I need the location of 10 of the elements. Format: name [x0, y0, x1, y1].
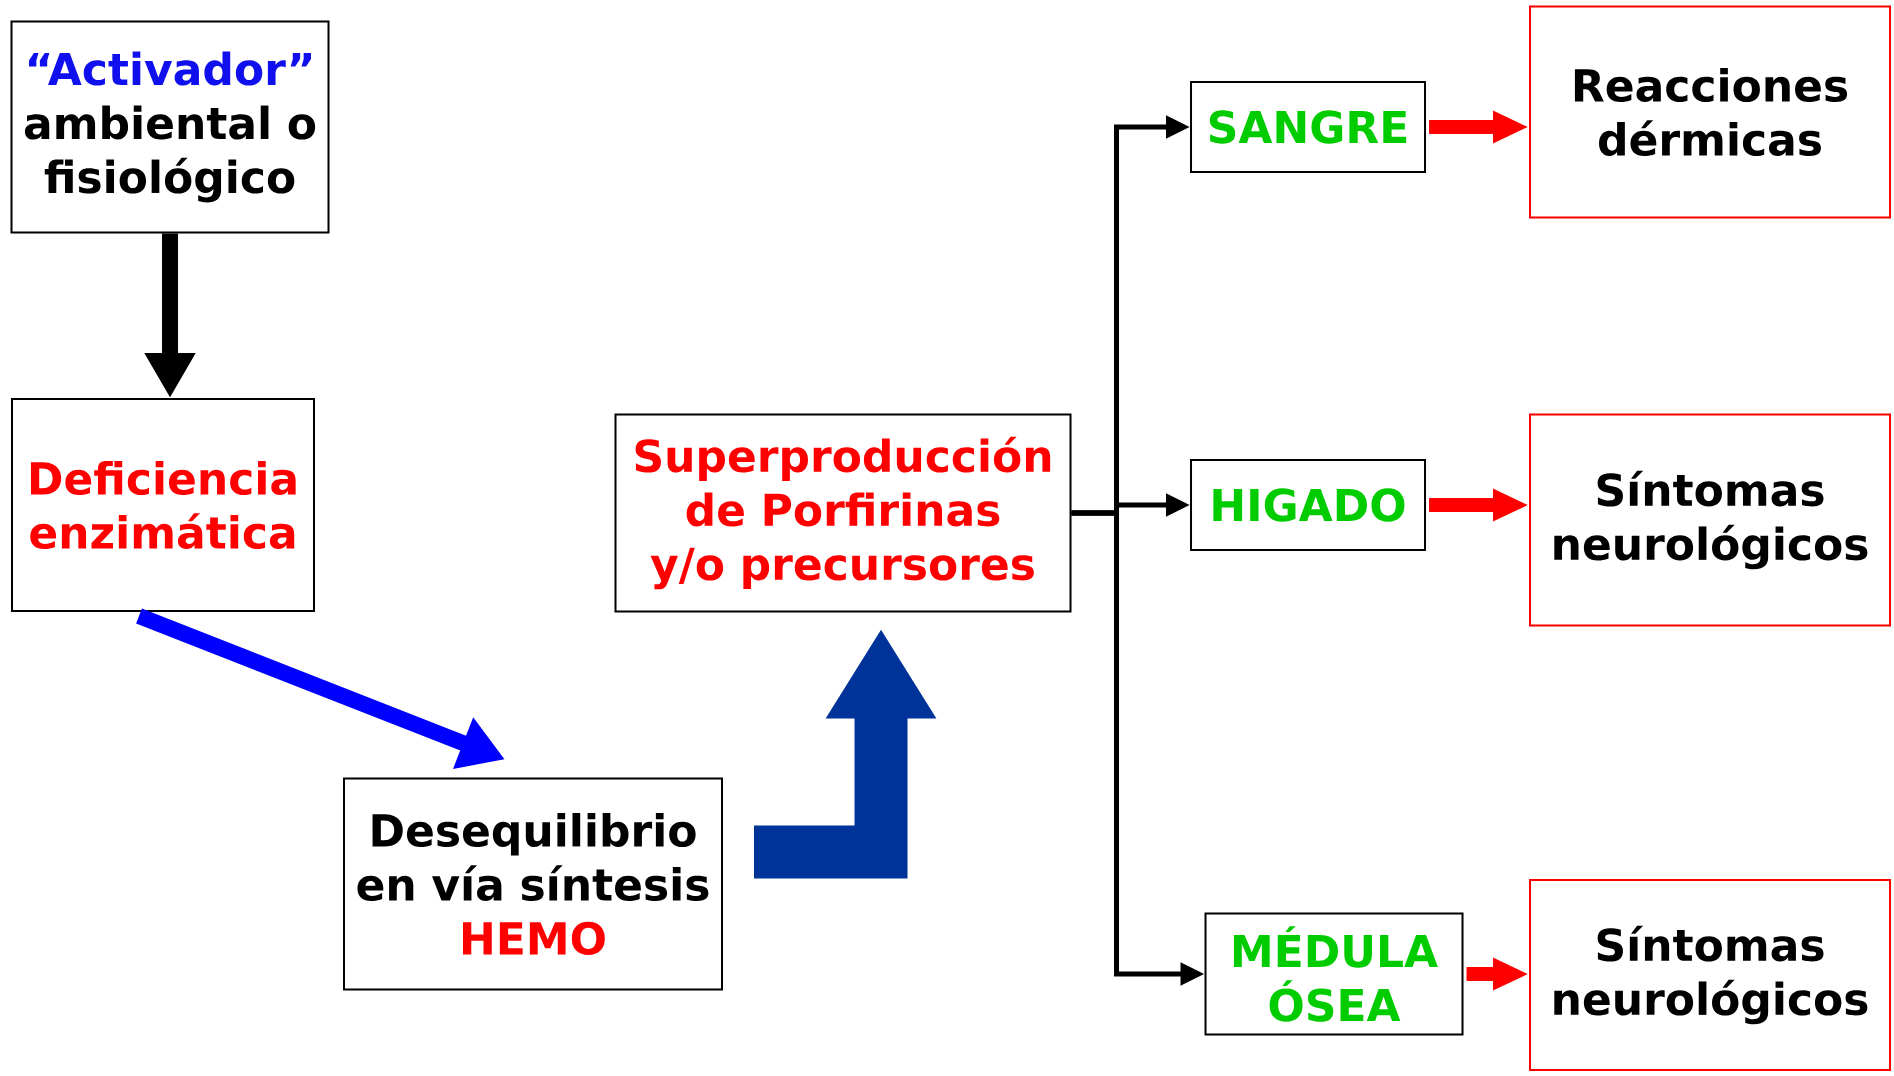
symptom-box: Síntomas neurológicos — [1529, 413, 1892, 627]
symptom-box: Síntomas neurológicos — [1529, 879, 1892, 1071]
symptom-box: Reacciones dérmicas — [1529, 5, 1892, 219]
process-box: Superproducción de Porfirinas y/o precursores — [614, 413, 1072, 613]
organ-box: SANGRE — [1190, 81, 1426, 173]
process-box: Deficiencia enzimática — [11, 398, 315, 612]
process-box: Desequilibrio en vía síntesis HEMO — [343, 777, 723, 991]
organ-box: MÉDULA ÓSEA — [1204, 912, 1464, 1036]
process-box: “Activador” ambiental o fisiológico — [10, 20, 330, 234]
organ-box: HIGADO — [1190, 459, 1426, 551]
